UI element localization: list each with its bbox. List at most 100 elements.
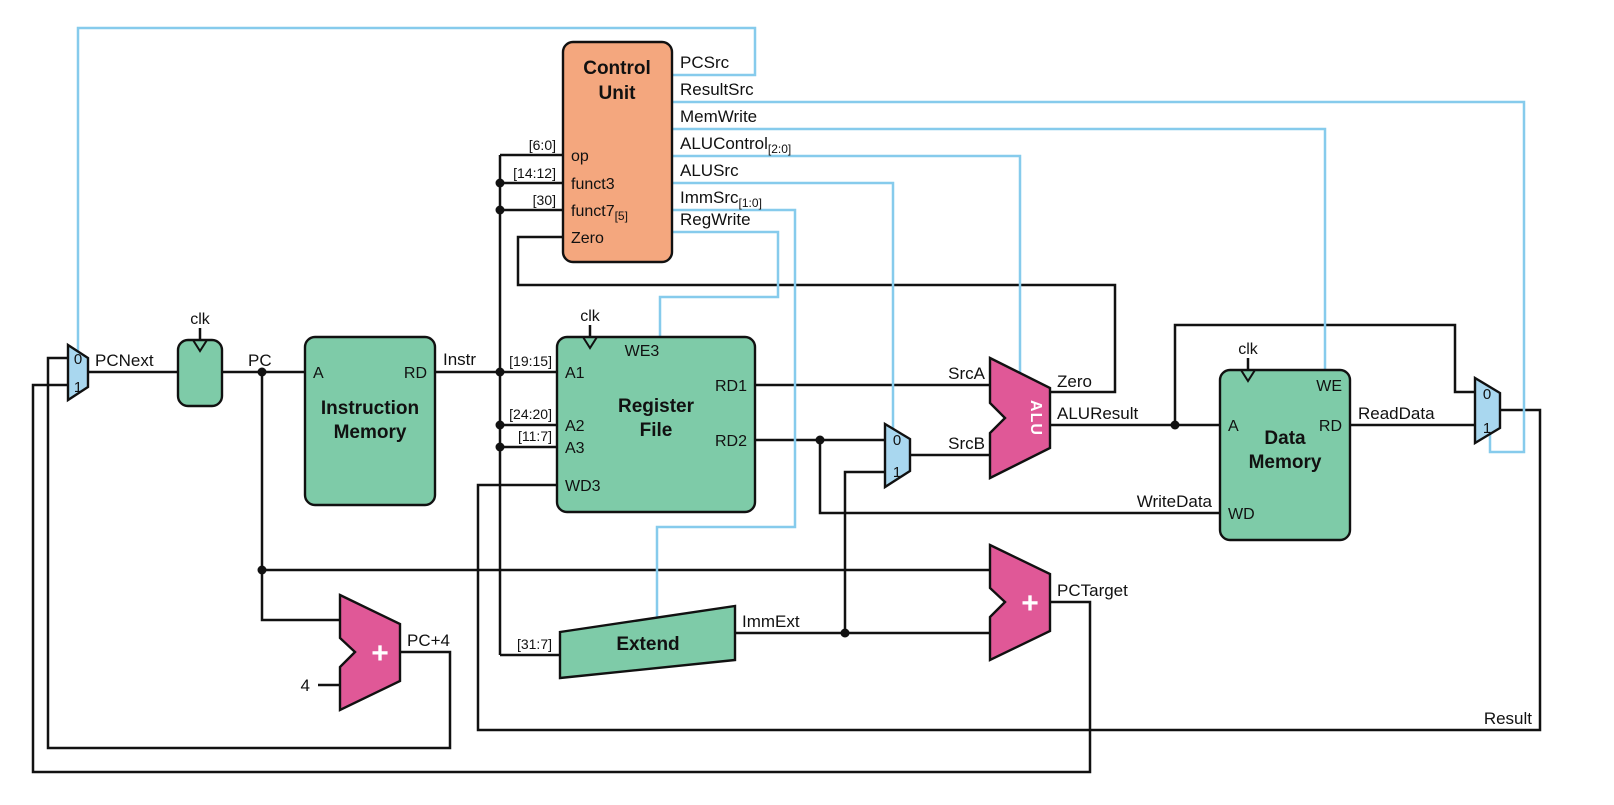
rf-port-a3: A3: [565, 440, 585, 457]
wire-writedata: [818, 440, 1220, 515]
rf-port-rd2: RD2: [715, 433, 747, 450]
wire-pc-branch: [260, 372, 340, 622]
im-title-line1: Instruction: [321, 398, 419, 419]
bits-rs1: [19:15]: [509, 353, 552, 369]
junction-aluresult: [1170, 420, 1180, 430]
wire-aluresult-to-result-mux: [1173, 323, 1475, 425]
label-four: 4: [301, 676, 310, 695]
clock-triangle-regfile-icon: [581, 336, 599, 350]
pcnext-mux-block: [66, 342, 90, 403]
wire-pcplus4: [46, 356, 452, 750]
control-output-pcsrc: PCSrc: [680, 53, 730, 72]
junction-pc: [257, 367, 267, 377]
control-unit-title-line1: Control: [583, 58, 651, 79]
rf-title-line2: File: [640, 420, 673, 441]
extend-title: Extend: [616, 634, 679, 655]
rf-title-line1: Register: [618, 396, 695, 417]
wire-immext-to-srcb-mux: [843, 470, 885, 633]
label-writedata: WriteData: [1137, 492, 1213, 511]
data-wires: [31, 153, 1542, 774]
control-output-memwrite: MemWrite: [680, 107, 757, 126]
control-output-alucontrol: ALUControl[2:0]: [680, 134, 791, 156]
label-pc: PC: [248, 351, 272, 370]
control-unit-block: [561, 40, 674, 264]
bits-rd: [11:7]: [518, 428, 552, 444]
control-output-regwrite: RegWrite: [680, 210, 751, 229]
control-output-immsrc: ImmSrc[1:0]: [680, 188, 762, 210]
dm-title-line2: Memory: [1249, 452, 1322, 473]
pcnext-mux-input0-label: 0: [74, 351, 82, 368]
clock-triangle-pc-icon: [191, 339, 209, 353]
junction-instr: [495, 367, 505, 377]
pcnext-mux-input1-label: 1: [74, 379, 82, 396]
label-immext: ImmExt: [742, 612, 800, 631]
im-port-a: A: [313, 365, 324, 382]
rf-port-we3: WE3: [625, 343, 660, 360]
dm-title-line1: Data: [1264, 428, 1306, 449]
control-input-funct3: funct3: [571, 176, 615, 193]
junction-a3: [495, 442, 505, 452]
pctarget-adder-block: [988, 543, 1052, 662]
wire-immsrc: [655, 208, 797, 618]
label-pcplus4: PC+4: [407, 631, 450, 650]
pcplus4-adder-plus: +: [371, 637, 389, 670]
clock-triangle-datamem-icon: [1239, 369, 1257, 383]
rf-port-wd3: WD3: [565, 478, 601, 495]
result-mux-input1-label: 1: [1483, 420, 1491, 437]
clk-label-pc: clk: [190, 311, 211, 328]
label-instr: Instr: [443, 350, 476, 369]
dm-port-we: WE: [1316, 378, 1342, 395]
control-input-funct7: funct7[5]: [571, 203, 628, 223]
wire-memwrite: [672, 127, 1327, 370]
clk-label-datamem: clk: [1238, 341, 1259, 358]
dm-port-wd: WD: [1228, 506, 1255, 523]
dm-port-rd: RD: [1319, 418, 1342, 435]
wire-regwrite: [658, 230, 780, 337]
wire-alucontrol: [672, 154, 1022, 373]
rf-port-a2: A2: [565, 418, 585, 435]
clk-label-regfile: clk: [580, 308, 601, 325]
label-pctarget: PCTarget: [1057, 581, 1128, 600]
result-mux-block: [1473, 375, 1502, 446]
label-readdata: ReadData: [1358, 404, 1435, 423]
label-zero: Zero: [1057, 372, 1092, 391]
label-pcnext: PCNext: [95, 351, 154, 370]
control-output-resultsrc: ResultSrc: [680, 80, 754, 99]
junction-rd2: [815, 435, 825, 445]
rf-port-rd1: RD1: [715, 378, 747, 395]
label-aluresult: ALUResult: [1057, 404, 1139, 423]
control-input-zero: Zero: [571, 230, 604, 247]
label-srcb: SrcB: [948, 434, 985, 453]
bits-funct7: [30]: [533, 192, 556, 208]
label-srca: SrcA: [948, 364, 986, 383]
extend-unit-block: [558, 604, 737, 680]
bits-rs2: [24:20]: [509, 406, 552, 422]
labels: Control Unit op funct3 funct7[5] Zero PC…: [74, 53, 1532, 728]
rf-port-a1: A1: [565, 365, 585, 382]
pctarget-adder-plus: +: [1021, 587, 1039, 620]
junction-funct3: [495, 178, 505, 188]
control-unit-title-line2: Unit: [599, 83, 637, 104]
junction-immext: [840, 628, 850, 638]
srcb-mux-input1-label: 1: [893, 464, 901, 481]
im-port-rd: RD: [404, 365, 427, 382]
control-input-op: op: [571, 148, 589, 165]
srcb-mux-block: [883, 421, 912, 490]
label-result: Result: [1484, 709, 1532, 728]
wire-alusrc: [672, 181, 895, 429]
bits-funct3: [14:12]: [513, 165, 556, 181]
junction-funct7: [495, 205, 505, 215]
control-wires: [76, 26, 1526, 618]
pcplus4-adder-block: [338, 593, 402, 712]
result-mux-input0-label: 0: [1483, 386, 1491, 403]
junction-pc-target: [257, 565, 267, 575]
alu-title: ALU: [1027, 400, 1044, 436]
wire-pcsrc: [76, 26, 757, 352]
dm-port-a: A: [1228, 418, 1239, 435]
wire-resultsrc: [672, 100, 1526, 454]
bits-op: [6:0]: [529, 137, 556, 153]
srcb-mux-input0-label: 0: [893, 432, 901, 449]
alu-block: [988, 356, 1052, 480]
